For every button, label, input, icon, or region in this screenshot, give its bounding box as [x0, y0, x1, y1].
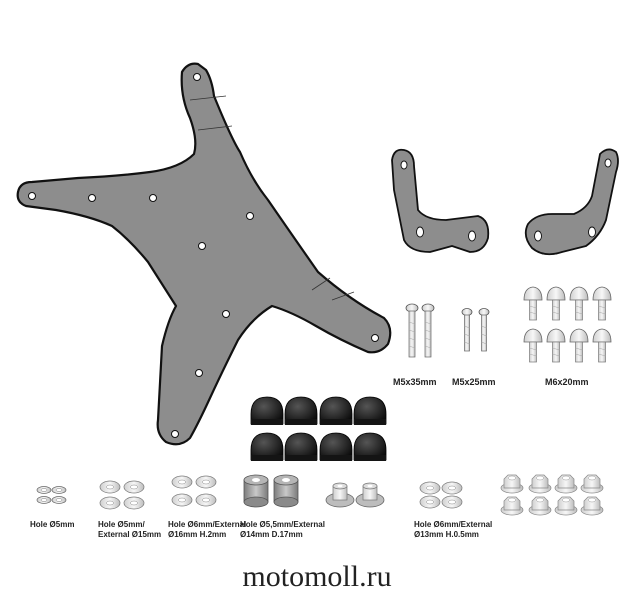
label-hole6ext-line1: Hole Ø6mm/External [168, 520, 247, 529]
stepped-spacer-group [325, 482, 385, 508]
label-hole6ext-line2: Ø16mm H.2mm [168, 530, 227, 539]
screw-m5x35-group [405, 303, 435, 358]
screw-m6x20-group [523, 286, 612, 363]
label-hole55-line1: Hole Ø5,5mm/External [240, 520, 325, 529]
label-hole6h05-line1: Hole Ø6mm/External [414, 520, 493, 529]
washer-16mm-group [171, 475, 217, 507]
cap-nut-group [250, 396, 387, 462]
label-m5x35: M5x35mm [393, 377, 437, 387]
label-hole5ext-line2: External Ø15mm [98, 530, 162, 539]
label-m6x20: M6x20mm [545, 377, 589, 387]
label-hole6h05-line2: Ø13mm H.0.5mm [414, 530, 479, 539]
washer-15mm-group [99, 480, 145, 510]
right-bracket-icon [524, 148, 619, 256]
flange-nut-group [500, 474, 604, 516]
mounting-plate-icon [16, 62, 392, 446]
label-m5x25: M5x25mm [452, 377, 496, 387]
watermark-text: motomoll.ru [242, 560, 392, 593]
washer-13mm-group [419, 481, 463, 509]
spacer-17mm-group [243, 474, 299, 508]
washer-5mm-group [36, 486, 67, 504]
left-bracket-icon [391, 148, 490, 253]
label-hole5ext-line1: Hole Ø5mm/ [98, 520, 145, 529]
label-hole5: Hole Ø5mm [30, 520, 75, 529]
screw-m5x25-group [461, 308, 490, 352]
label-hole55-line2: Ø14mm D.17mm [240, 530, 303, 539]
